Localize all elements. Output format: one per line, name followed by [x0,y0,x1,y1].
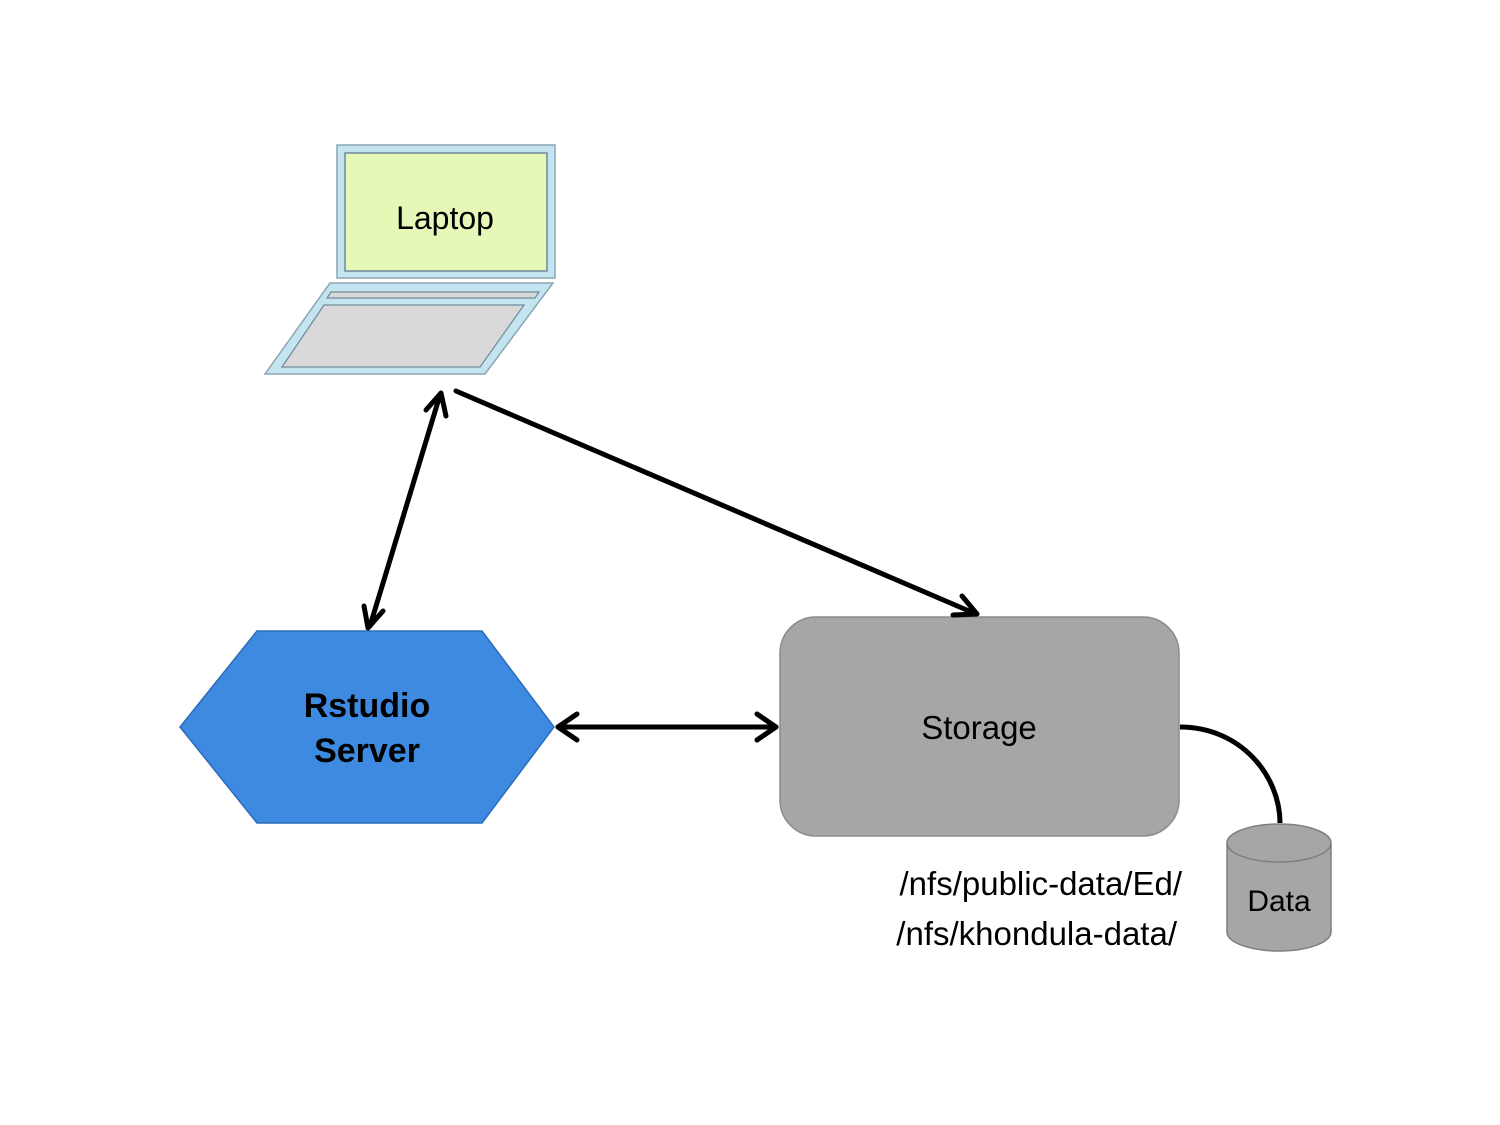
data-cylinder-body [1226,843,1332,952]
storage-box [779,616,1180,837]
data-node: Data [1226,823,1332,952]
data-label: Data [1247,885,1311,918]
storage-data-connector [1179,724,1283,824]
arrow-laptop-rstudio [361,390,449,631]
laptop-node: Laptop [263,144,556,375]
arrow-laptop-storage [453,388,980,618]
storage-node: Storage [779,616,1180,837]
data-cylinder-top [1226,823,1332,863]
arrow-rstudio-storage [555,711,779,743]
nfs-path-public: /nfs/public-data/Ed/ [900,865,1183,902]
rstudio-server-label-line2: Server [314,732,420,770]
laptop-hinge [325,291,541,299]
laptop-label: Laptop [396,200,494,236]
storage-label: Storage [921,709,1037,746]
laptop-keyboard [280,304,526,368]
rstudio-server-label-line1: Rstudio [304,687,431,725]
nfs-path-khondula: /nfs/khondula-data/ [896,915,1178,952]
laptop-screen [344,152,548,272]
rstudio-server-hexagon [179,630,555,824]
rstudio-server-node: Rstudio Server [179,630,555,824]
